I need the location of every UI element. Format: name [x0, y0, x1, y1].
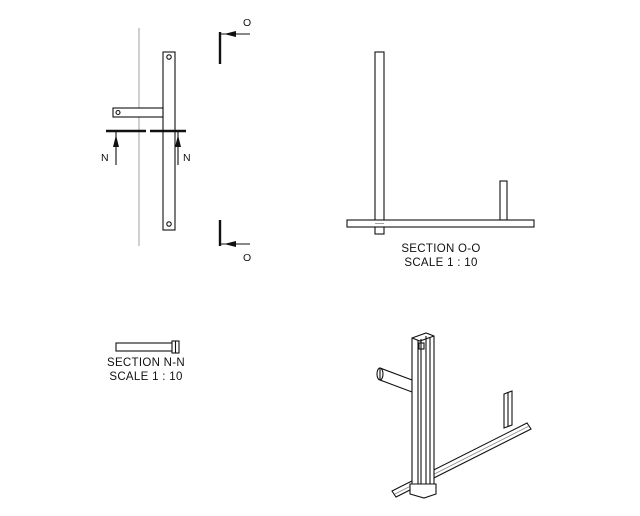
section-nn-letter-right: N	[183, 152, 191, 164]
iso-post-foot	[409, 483, 437, 499]
section-nn-scale: SCALE 1 : 10	[109, 371, 182, 383]
section-nn-letter-left: N	[101, 152, 109, 164]
vertical-bar	[162, 51, 176, 231]
tall-post	[374, 51, 385, 235]
short-post	[499, 180, 508, 221]
base-rail	[346, 219, 535, 228]
section-oo-letter-bottom: O	[243, 252, 251, 264]
nn-profile-bar	[115, 342, 175, 352]
section-oo-letter-top: O	[243, 17, 251, 29]
arrow-left-icon	[113, 135, 119, 147]
section-nn-view: SECTION N-N SCALE 1 : 10	[107, 340, 185, 383]
main-view: N N O O	[101, 17, 251, 264]
iso-tall-post	[411, 332, 435, 494]
section-nn-cutting-line: N N	[101, 129, 191, 165]
hole-arm	[115, 109, 121, 116]
section-nn-title: SECTION N-N	[107, 357, 185, 369]
iso-back-arm	[379, 367, 413, 393]
section-oo-scale: SCALE 1 : 10	[404, 257, 477, 269]
hole-bottom	[166, 221, 172, 227]
arrow-top-icon	[224, 31, 236, 37]
isometric-view	[376, 332, 532, 499]
hole-top	[166, 54, 172, 60]
arrow-right-icon	[175, 135, 181, 147]
section-oo-view: SECTION O-O SCALE 1 : 10	[346, 51, 535, 269]
horizontal-arm	[112, 107, 164, 118]
section-oo-title: SECTION O-O	[401, 243, 480, 255]
arrow-bottom-icon	[224, 241, 236, 247]
section-oo-cutting-line: O O	[218, 17, 251, 264]
